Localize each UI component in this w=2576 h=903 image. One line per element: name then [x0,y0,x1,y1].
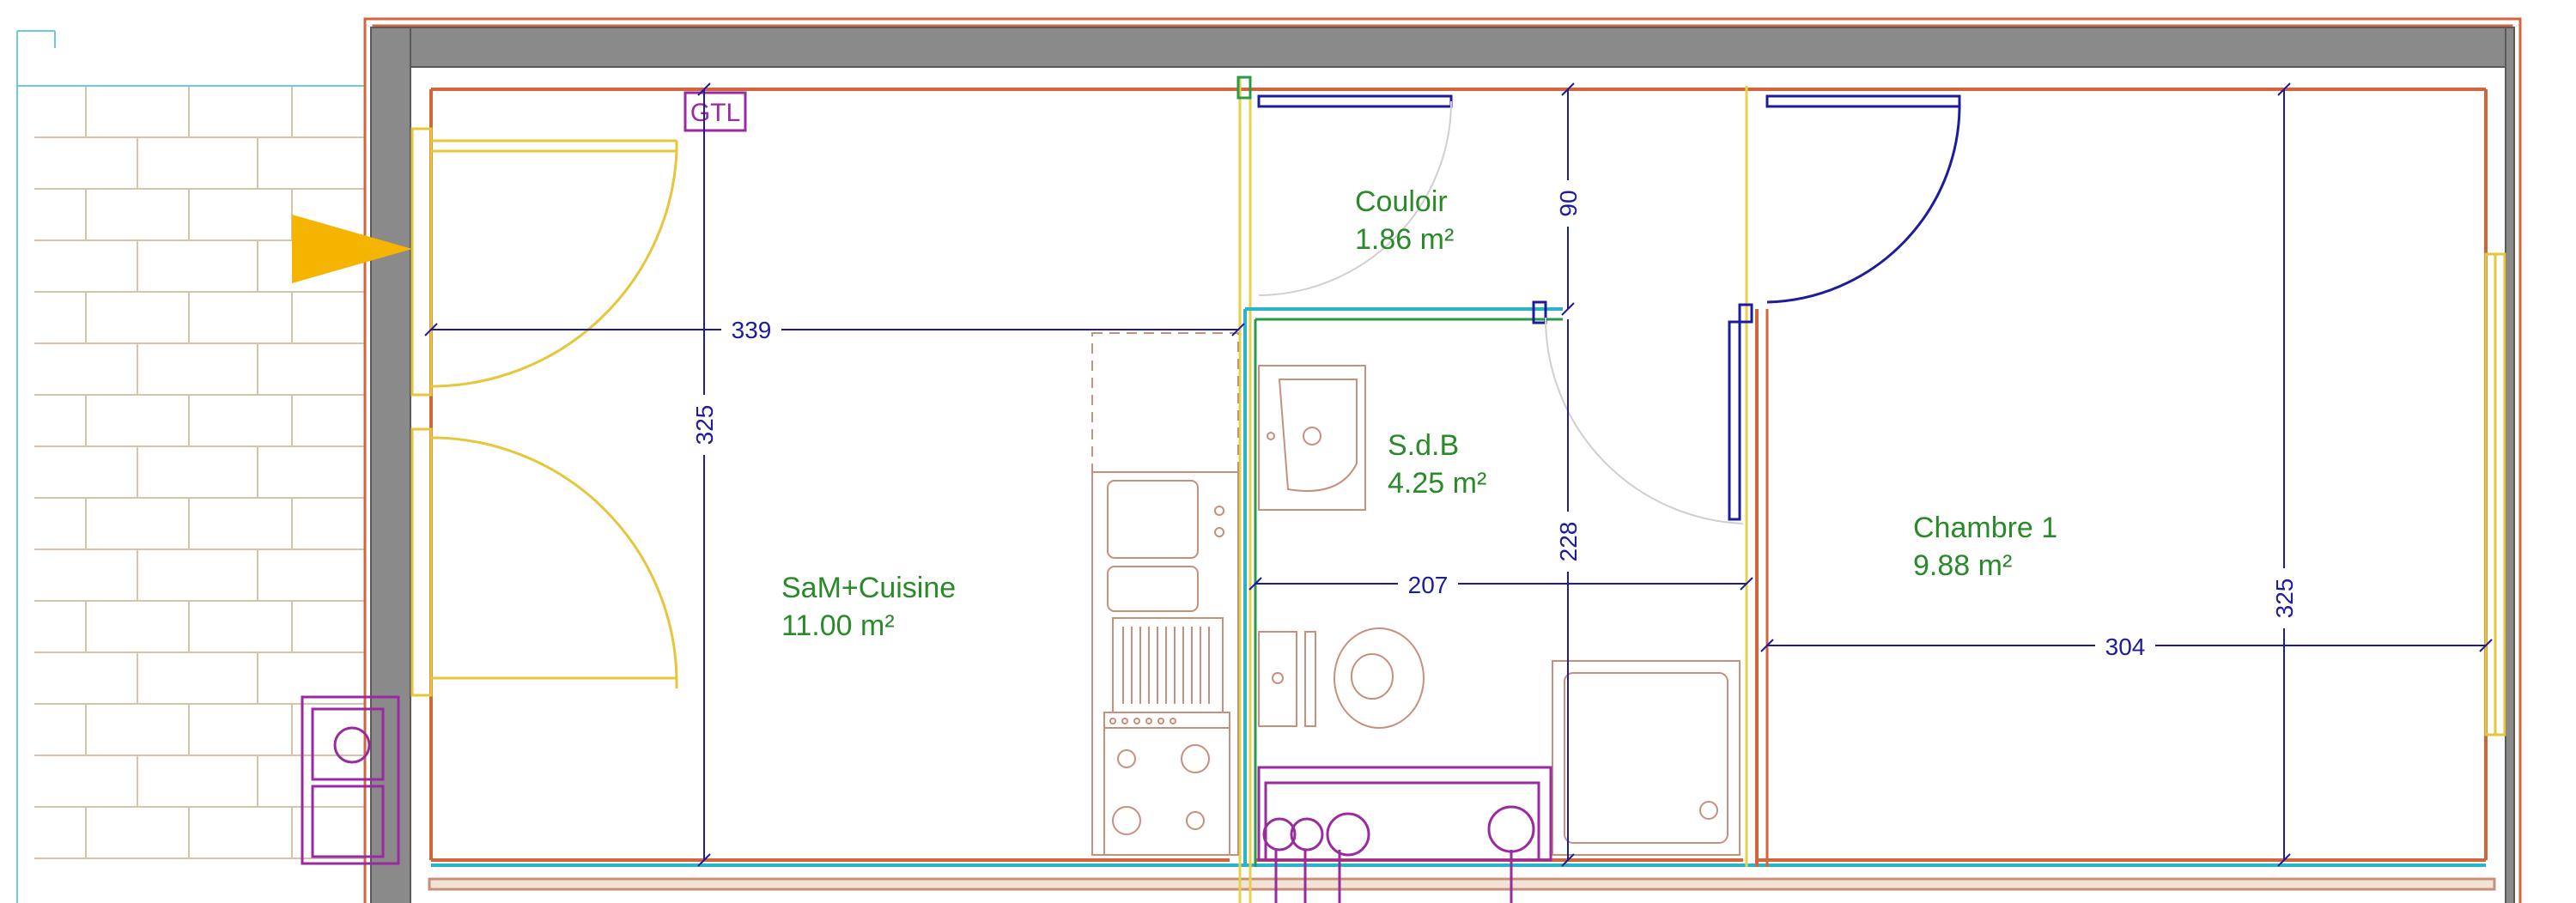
gtl-tag: GTL [683,91,747,132]
bathroom-door [1532,300,1744,524]
room-area-couloir: 1.86 m² [1355,223,1454,256]
room-name-sam-cuisine: SaM+Cuisine [781,572,956,604]
dimension-207: 207 [1408,572,1449,598]
room-name-couloir: Couloir [1355,185,1448,218]
entrance-arrow-icon [292,215,412,283]
couloir-door [1236,76,1453,296]
room-area-sdb: 4.25 m² [1388,467,1486,500]
room-area-sam-cuisine: 11.00 m² [781,609,895,642]
double-sink-icon [1107,480,1224,713]
toilet-icon [1258,627,1425,729]
terrace-brick-pattern [34,85,365,859]
exterior-walls [370,27,2515,903]
dimension-90: 90 [1555,190,1582,216]
kitchen-counter [1091,332,1239,856]
entrance-doors [410,127,678,697]
stove-icon [1103,712,1230,856]
bedroom-door [1738,94,1961,324]
dimension-325-right: 325 [2271,579,2298,619]
technical-unit [1257,766,1552,903]
shower-tray-icon [1552,660,1741,856]
bedroom-window [2484,252,2506,736]
room-area-chambre-1: 9.88 m² [1913,549,2012,582]
interior-partitions [1238,77,1769,903]
room-name-sdb: S.d.B [1388,429,1459,462]
dimension-325-left: 325 [691,405,718,445]
dimension-339: 339 [732,317,772,343]
dimension-304: 304 [2105,633,2146,660]
gtl-label: GTL [690,99,740,127]
sink-icon [1258,365,1366,511]
dimension-228: 228 [1555,522,1582,562]
terrace-sink-icon [301,695,400,865]
bottom-wall-band [428,877,2496,891]
cyan-guide-lines [16,30,365,903]
room-name-chambre-1: Chambre 1 [1913,512,2057,544]
